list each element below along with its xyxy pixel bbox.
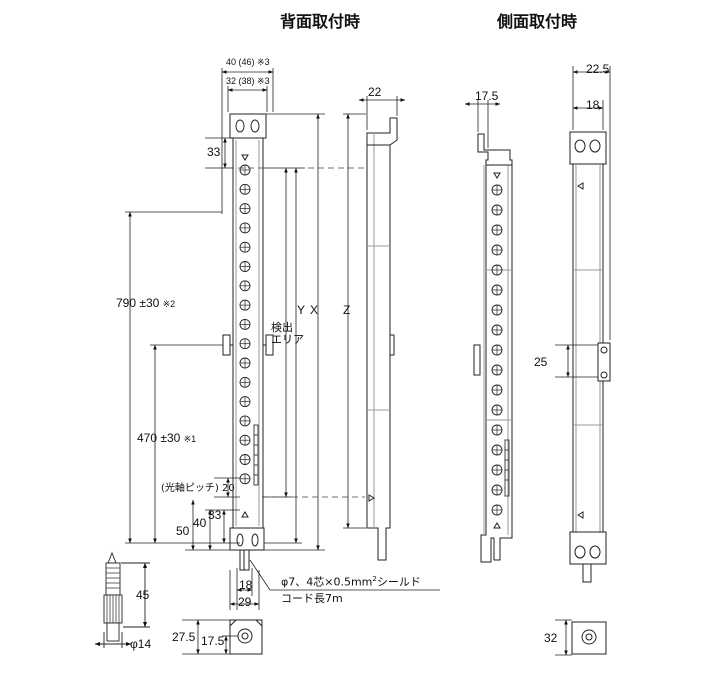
optical-axis-beams-back [239,164,251,485]
heading-side-mount: 側面取付時 [497,12,578,31]
back-view-dimensions [125,68,440,610]
side1-dim-17-5: 17.5 [475,89,499,103]
bottom-view-dimensions [182,619,238,655]
profile-view [366,117,398,561]
side-view-2 [569,131,611,583]
side-view-1-dimensions [464,100,501,148]
top-bracket [229,113,267,139]
bottom-dim-27-5: 27.5 [172,630,196,644]
connector-dim-45: 45 [136,588,150,602]
side-view-2-dimensions [555,66,611,656]
dim-29: 29 [238,595,252,609]
detection-area-label: 検出 エリア [271,321,304,346]
label-Z: Z [343,303,351,317]
width-outer-label: 40 (46) ※3 [226,57,270,67]
profile-dimensions [343,96,406,529]
side2-dim-32: 32 [544,631,558,645]
bottom-bracket [229,527,265,551]
side2-dim-22-5: 22.5 [586,62,610,76]
side2-dim-18: 18 [586,98,600,112]
dim-790: 790 ±30 ※2 [116,296,176,310]
dim-18: 18 [239,578,253,592]
profile-dim-22: 22 [368,85,382,99]
cord-length: コード長7m [281,592,343,605]
side-view-2-bottom [571,621,607,655]
connector-view [94,551,150,648]
optical-axis-beams-side [491,184,503,516]
bottom-dim-17-5: 17.5 [201,634,225,648]
width-inner-label: 32 (38) ※3 [226,76,270,86]
dim-470: 470 ±30 ※1 [137,431,197,445]
bottom-view [229,619,263,655]
heading-back-mount: 背面取付時 [280,12,361,31]
cable-spec: φ7、4芯×0.5mm2シールド [281,575,421,589]
connector-dim-phi14: φ14 [130,637,152,651]
dim-40: 40 [193,516,207,530]
side2-dim-25: 25 [534,355,548,369]
pitch-label: (光軸ピッチ) 20 [161,483,235,494]
dim-33-bottom: 33 [208,508,222,522]
dim-top-33: 33 [207,145,221,159]
dim-50: 50 [176,524,190,538]
label-X: X [310,303,319,317]
label-Y: Y [297,303,306,317]
